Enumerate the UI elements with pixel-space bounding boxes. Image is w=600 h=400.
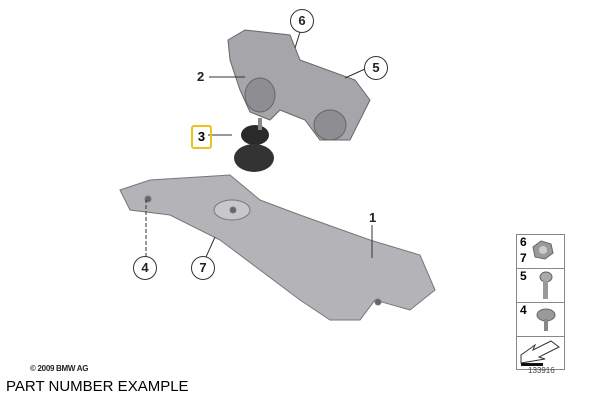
nut-icon: [532, 240, 554, 260]
bracket-part: [227, 29, 371, 141]
legend-screw: 4: [517, 303, 564, 337]
fastener-legend: 6 7 5 4: [516, 234, 565, 370]
legend-label: 4: [520, 303, 527, 317]
callout-3-highlighted[interactable]: 3: [191, 125, 212, 149]
callout-1: 1: [369, 210, 377, 225]
callout-2: 2: [197, 69, 205, 84]
legend-nut: 6 7: [517, 235, 564, 269]
callout-5: 5: [364, 56, 388, 80]
legend-label: 5: [520, 269, 527, 283]
legend-bolt: 5: [517, 269, 564, 303]
leader-lines: [145, 31, 373, 258]
diagram-code: 133916: [528, 366, 555, 375]
flange-screw-icon: [536, 308, 556, 331]
direction-arrow-icon: [520, 340, 560, 366]
crossmember-part: [119, 174, 436, 321]
callout-7: 7: [191, 256, 215, 280]
legend-label: 7: [520, 251, 527, 265]
legend-label: 6: [520, 235, 527, 249]
legend-arrow: [517, 337, 564, 369]
rubber-mount-part: [234, 118, 274, 172]
bolt-icon: [539, 271, 553, 299]
caption: PART NUMBER EXAMPLE: [6, 378, 189, 395]
copyright: © 2009 BMW AG: [30, 364, 89, 373]
callout-4: 4: [133, 256, 157, 280]
callout-6: 6: [290, 9, 314, 33]
